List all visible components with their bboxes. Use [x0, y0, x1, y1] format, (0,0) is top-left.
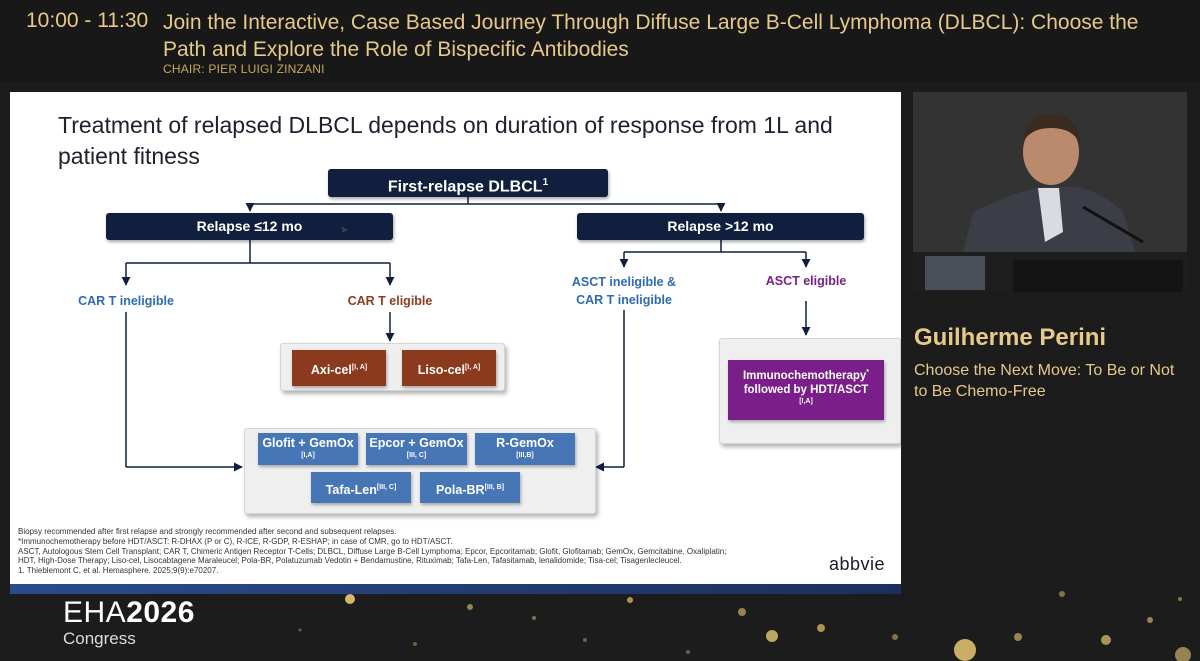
- abbvie-logo: abbvie: [828, 554, 885, 574]
- first-relapse-box: First-relapse DLBCL1: [328, 169, 608, 197]
- congress-year: 2026: [126, 596, 195, 629]
- speaker-name: Guilherme Perini: [914, 324, 1107, 351]
- epcor-box: Epcor + GemOx [III, C]: [366, 433, 467, 465]
- lisocel-evidence: [I, A]: [464, 364, 481, 371]
- axicel-label: Axi-cel: [310, 363, 352, 378]
- session-header: 10:00 - 11:30 Join the Interactive, Case…: [0, 0, 1200, 82]
- pointer-cursor-icon: ➤: [340, 225, 349, 236]
- relapse-late-label: Relapse >12 mo: [667, 218, 774, 234]
- immuno-line1: Immunochemotherapy: [742, 369, 867, 382]
- immuno-line2: followed by HDT/ASCT: [743, 383, 869, 396]
- speaker-video-frame: [913, 92, 1187, 292]
- footnote: Biopsy recommended after first relapse a…: [18, 527, 397, 536]
- tafa-len-evidence: [III, C]: [376, 484, 397, 491]
- congress-name-a: EHA: [63, 596, 127, 629]
- pola-br-box: Pola-BR[III, B]: [420, 472, 520, 503]
- footnote: 1. Thieblemont C, et al. Hemasphere. 202…: [18, 566, 219, 576]
- session-time: 10:00 - 11:30: [26, 9, 149, 32]
- congress-logo: EHA2026 Congress: [63, 597, 195, 649]
- relapse-early-label: Relapse ≤12 mo: [196, 218, 303, 234]
- asct-ineligible-line1: ASCT ineligible &: [571, 275, 677, 289]
- rgemox-label: R-GemOx: [496, 436, 554, 450]
- presentation-slide: Treatment of relapsed DLBCL depends on d…: [10, 92, 901, 594]
- immunochemotherapy-box: Immunochemotherapy* followed by HDT/ASCT…: [728, 360, 884, 420]
- session-chair: CHAIR: PIER LUIGI ZINZANI: [163, 62, 325, 76]
- asct-ineligible-line2: CAR T ineligible: [576, 293, 672, 307]
- glofit-box: Glofit + GemOx [I,A]: [258, 433, 358, 465]
- congress-sub: Congress: [63, 629, 136, 648]
- flowchart-connectors: [121, 197, 811, 472]
- car-t-eligible-label: CAR T eligible: [347, 294, 433, 308]
- slide-title: Treatment of relapsed DLBCL depends on d…: [58, 112, 833, 169]
- immuno-asterisk: *: [866, 369, 870, 376]
- axicel-evidence: [I, A]: [351, 364, 368, 371]
- session-title: Join the Interactive, Case Based Journey…: [163, 11, 1139, 61]
- asct-eligible-label: ASCT eligible: [765, 274, 847, 288]
- first-relapse-ref: 1: [542, 177, 549, 188]
- glofit-label: Glofit + GemOx: [262, 436, 354, 450]
- axicel-box: Axi-cel[I, A]: [292, 350, 386, 386]
- car-t-ineligible-label: CAR T ineligible: [78, 294, 174, 308]
- pola-br-evidence: [III, B]: [484, 484, 505, 491]
- asct-ineligible-label: ASCT ineligible & CAR T ineligible: [556, 273, 692, 309]
- slide-footer-bar: [10, 584, 901, 594]
- relapse-early-box: Relapse ≤12 mo: [106, 213, 393, 240]
- rgemox-box: R-GemOx [III,B]: [475, 433, 575, 465]
- tafa-len-box: Tafa-Len[III, C]: [311, 472, 411, 503]
- epcor-label: Epcor + GemOx: [369, 436, 464, 450]
- epcor-evidence: [III, C]: [406, 452, 427, 459]
- tafa-len-label: Tafa-Len: [325, 483, 377, 498]
- first-relapse-label: First-relapse DLBCL: [387, 178, 543, 196]
- speaker-talk-title: Choose the Next Move: To Be or Not to Be…: [914, 362, 1175, 400]
- slide-footnotes: Biopsy recommended after first relapse a…: [18, 527, 778, 576]
- glofit-evidence: [I,A]: [301, 452, 315, 459]
- lisocel-box: Liso-cel[I, A]: [402, 350, 496, 386]
- footnote: *Immunochemotherapy before HDT/ASCT: R-D…: [18, 536, 453, 546]
- pola-br-label: Pola-BR: [435, 483, 485, 498]
- speaker-video: [913, 92, 1187, 292]
- lisocel-label: Liso-cel: [417, 363, 465, 378]
- footnote: HDT, High-Dose Therapy; Liso-cel, Lisoca…: [18, 556, 682, 566]
- relapse-late-box: Relapse >12 mo: [577, 213, 864, 240]
- footnote: ASCT, Autologous Stem Cell Transplant; C…: [18, 546, 727, 556]
- congress-name: EHA2026: [63, 597, 195, 629]
- rgemox-evidence: [III,B]: [516, 452, 534, 459]
- immuno-evidence: [I,A]: [799, 397, 813, 405]
